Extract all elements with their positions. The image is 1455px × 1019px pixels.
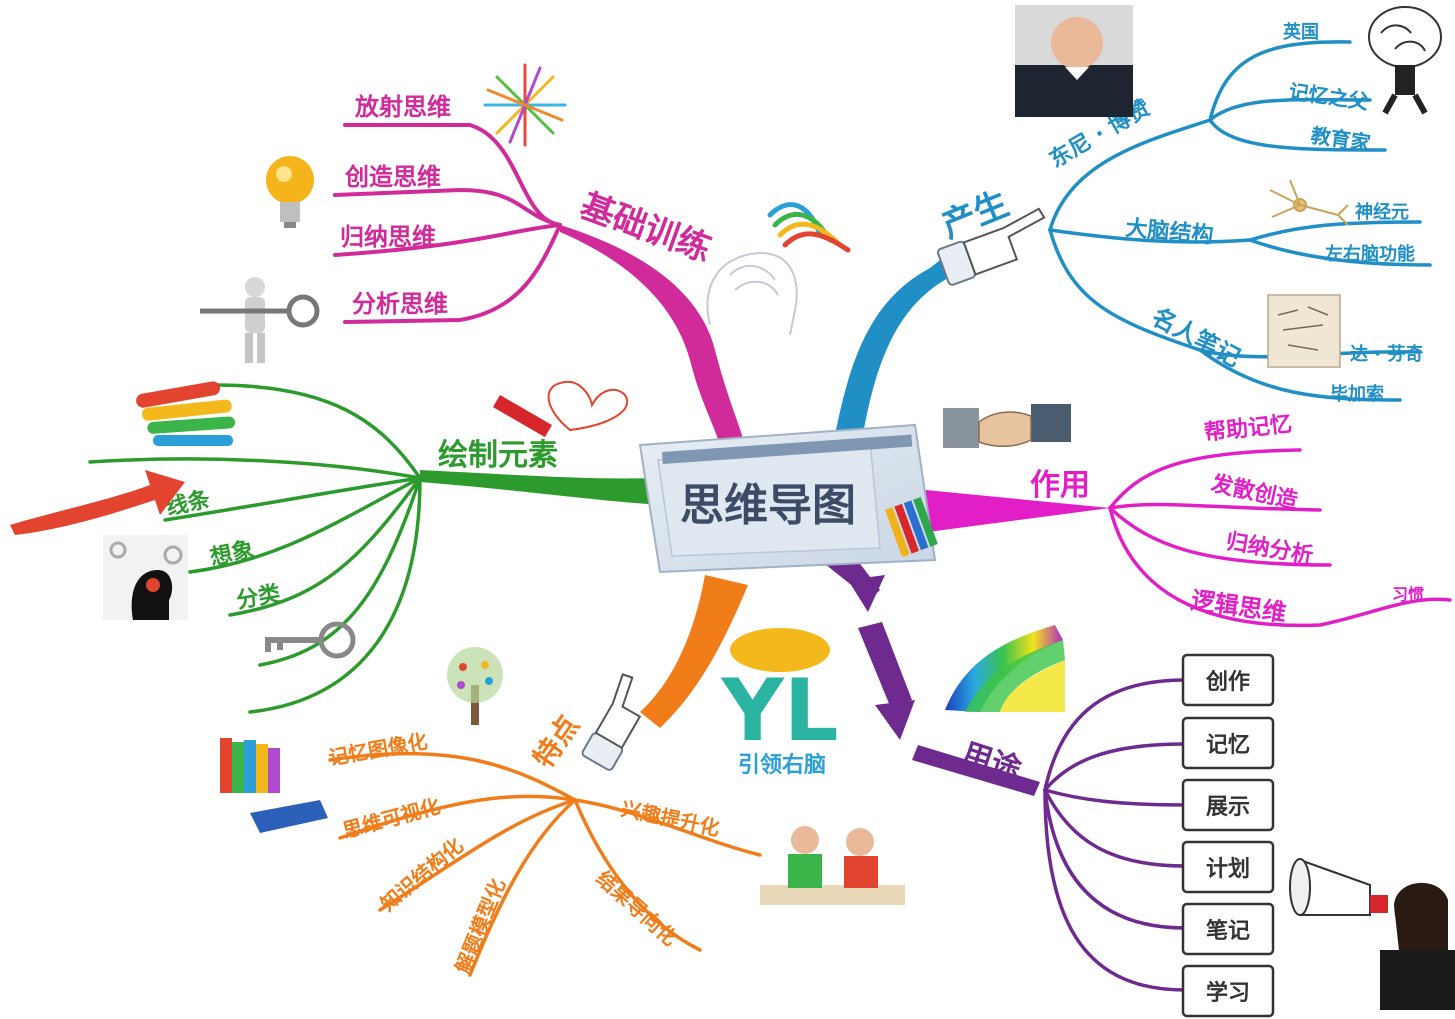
origin-brain-item-2: 左右脑功能 [1325,243,1415,265]
origin-notes-item-2: 毕加索 [1330,383,1384,405]
branch-usage [1043,678,1187,992]
branch-usage-trunk [820,548,1040,796]
branch-usage-arrow-1 [848,575,885,612]
usage-item-1: 创作 [1205,670,1250,695]
origin-person-item-1: 英国 [1282,21,1319,43]
training-item-2: 创造思维 [344,163,441,191]
usage-item-2: 记忆 [1206,732,1250,758]
branch-features-label: 特点 [527,709,586,774]
painted-hand-icon [136,381,236,446]
branch-origin-trunk [835,260,948,440]
lightbulb-icon [266,156,314,228]
usage-boxes [1181,653,1275,1018]
elements-item-2: 想象 [208,536,256,571]
origin-brain-label: 大脑结构 [1124,215,1214,249]
main-branches [420,225,1110,796]
branch-usage-label: 用途 [958,736,1027,788]
branch-function [1108,448,1452,628]
features-item-2: 思维可视化 [340,794,443,843]
branch-features-trunk [640,575,748,728]
origin-person-item-2: 记忆之父 [1287,79,1371,114]
pencil-cluster [885,497,938,557]
red-arrow-icon [10,470,185,535]
features-item-1: 记忆图像化 [327,729,430,770]
origin-brain-item-1: 神经元 [1355,201,1409,223]
training-item-1: 放射思维 [354,93,451,121]
usage-item-6: 学习 [1206,980,1250,1006]
portrait-icon [1015,5,1133,117]
elements-item-3: 分类 [235,581,284,613]
sketch-note-icon [1267,294,1341,368]
branch-usage-arrow-2 [875,700,915,740]
training-item-3: 归纳思维 [340,223,436,251]
branch-function-trunk [905,488,1110,535]
rainbow-road-icon [945,625,1065,712]
training-item-4: 分析思维 [352,290,448,318]
tree-icon [447,647,503,725]
features-item-5: 结果导向化 [592,866,682,951]
origin-notes-item-1: 达 · 芬奇 [1350,343,1423,365]
key-icon [265,621,356,659]
branch-function-label: 作用 [1030,468,1090,503]
megaphone-icon [1289,858,1455,1010]
firework-icon [483,63,567,147]
central-title: 思维导图 [680,480,856,531]
head-gears-icon [103,535,188,620]
branch-elements-label: 绘制元素 [438,438,558,473]
heart-pencil-icon [493,380,628,438]
kids-icon [760,826,905,905]
central-node: 思维导图 [638,423,938,574]
function-sub-item: 习惯 [1392,585,1424,604]
branch-elements [88,383,422,714]
features-item-6: 兴趣提升化 [619,796,722,840]
usage-item-5: 笔记 [1206,918,1250,944]
branch-features [328,751,762,977]
usage-item-3: 展示 [1206,795,1250,820]
features-item-3: 知识结构化 [376,833,468,916]
logo-text: YL [720,661,838,761]
pointing-hand-icon [936,207,1046,286]
function-item-1: 帮助记忆 [1203,411,1293,446]
key-person-icon [200,277,320,363]
neuron-icon [1269,179,1349,226]
yl-logo: YL 引领右脑 [720,628,839,778]
pointing-hand-icon-2 [581,673,642,771]
usage-item-4: 计划 [1206,857,1250,882]
branch-training-trunk [560,225,745,445]
handshake-icon [943,404,1071,448]
branch-training [333,123,562,324]
logo-caption: 引领右脑 [738,752,826,778]
features-item-4: 解题模型化 [450,875,510,977]
brain-person-icon [1368,6,1442,115]
head-outline-icon [706,251,798,336]
books-icon [220,738,328,833]
branch-elements-trunk [420,470,660,505]
ribbons-icon [767,202,851,253]
branch-training-label: 基础训练 [575,186,716,270]
